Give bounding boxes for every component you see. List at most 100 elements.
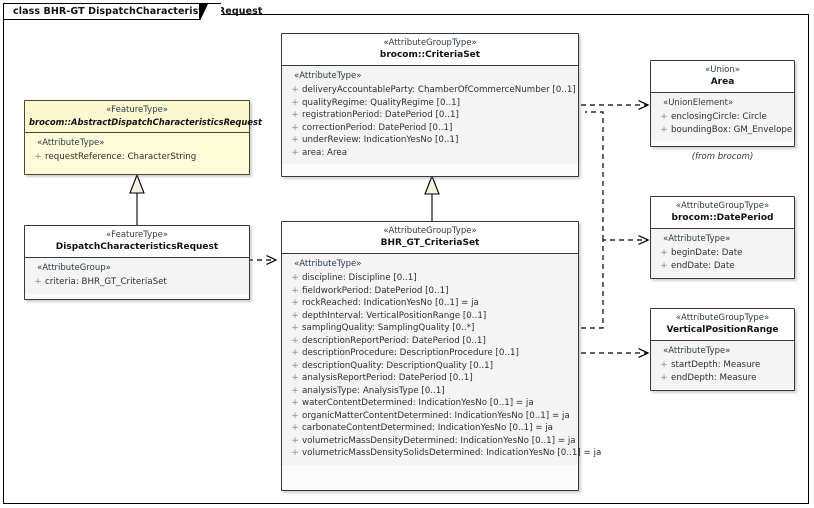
class-stereotype: «FeatureType»: [105, 230, 169, 240]
visibility: +: [291, 335, 299, 346]
class-attributes: «AttributeType» +requestReference: Chara…: [25, 133, 249, 169]
class-attributes: «AttributeType» +beginDate: Date +endDat…: [651, 229, 794, 277]
area-package-note: (from brocom): [691, 152, 754, 162]
attribute-row: +deliveryAccountableParty: ChamberOfComm…: [285, 84, 576, 97]
attribute-text: deliveryAccountableParty: ChamberOfComme…: [302, 85, 576, 95]
attribute-group-stereotype: «AttributeGroup»: [37, 263, 111, 273]
attribute-row: +beginDate: Date: [654, 247, 791, 260]
class-brocom-dateperiod[interactable]: «AttributeGroupType» brocom::DatePeriod …: [650, 196, 795, 279]
attribute-row: +fieldworkPeriod: DatePeriod [0..1]: [285, 285, 575, 298]
visibility: +: [291, 385, 299, 396]
attribute-row: +descriptionQuality: DescriptionQuality …: [285, 360, 575, 373]
attribute-text: volumetricMassDensitySolidsDetermined: I…: [302, 448, 602, 458]
attribute-group-stereotype: «UnionElement»: [663, 98, 734, 108]
attribute-text: analysisReportPeriod: DatePeriod [0..1]: [302, 373, 473, 383]
class-stereotype: «AttributeGroupType»: [675, 313, 770, 323]
class-name: brocom::AbstractDispatchCharacteristicsR…: [29, 117, 262, 127]
attribute-group-stereotype: «AttributeType»: [294, 71, 362, 81]
class-name: brocom::DatePeriod: [671, 213, 774, 223]
visibility: +: [291, 122, 299, 133]
visibility: +: [291, 135, 299, 145]
visibility: +: [291, 85, 299, 95]
attribute-text: correctionPeriod: DatePeriod [0..1]: [302, 122, 453, 133]
attribute-row: +boundingBox: GM_Envelope: [654, 124, 793, 137]
visibility: +: [291, 435, 299, 446]
visibility: +: [34, 152, 42, 162]
visibility: +: [291, 360, 299, 371]
class-stereotype: «FeatureType»: [105, 105, 169, 115]
attribute-text: beginDate: Date: [671, 248, 743, 258]
attribute-text: discipline: Discipline [0..1]: [302, 273, 417, 283]
attribute-text: registrationPeriod: DatePeriod [0..1]: [302, 110, 459, 120]
class-attributes: «AttributeType» +deliveryAccountablePart…: [282, 66, 578, 164]
attribute-row: +descriptionProcedure: DescriptionProced…: [285, 347, 575, 360]
attribute-row: +rockReached: IndicationYesNo [0..1] = j…: [285, 297, 575, 310]
visibility: +: [660, 248, 668, 258]
attribute-text: samplingQuality: SamplingQuality [0..*]: [302, 323, 475, 333]
class-dispatch-characteristics-request[interactable]: «FeatureType» DispatchCharacteristicsReq…: [24, 225, 250, 300]
attribute-row: +correctionPeriod: DatePeriod [0..1]: [285, 122, 575, 135]
visibility: +: [291, 373, 299, 383]
attribute-text: criteria: BHR_GT_CriteriaSet: [45, 277, 167, 287]
attribute-text: volumetricMassDensityDetermined: Indicat…: [302, 435, 576, 446]
class-stereotype: «AttributeGroupType»: [383, 38, 477, 48]
attribute-row: +volumetricMassDensitySolidsDetermined: …: [285, 447, 601, 460]
attribute-row: +organicMatterContentDetermined: Indicat…: [285, 410, 575, 423]
diagram-frame: [3, 14, 809, 504]
attribute-text: depthInterval: VerticalPositionRange [0.…: [302, 310, 487, 321]
attribute-text: endDate: Date: [671, 260, 735, 271]
title-tab-corner: [199, 3, 221, 20]
class-header: «AttributeGroupType» brocom::DatePeriod: [651, 197, 794, 229]
class-header: «FeatureType» brocom::AbstractDispatchCh…: [25, 101, 262, 133]
class-stereotype: «Union»: [705, 65, 740, 75]
attribute-row: +startDepth: Measure: [654, 359, 791, 372]
visibility: +: [291, 298, 299, 308]
visibility: +: [291, 285, 299, 296]
attribute-text: waterContentDetermined: IndicationYesNo …: [302, 398, 534, 408]
attribute-text: fieldworkPeriod: DatePeriod [0..1]: [302, 285, 449, 296]
attribute-row: +endDate: Date: [654, 260, 791, 273]
class-name: brocom::CriteriaSet: [379, 50, 481, 60]
class-name: BHR_GT_CriteriaSet: [380, 238, 480, 248]
attribute-group-stereotype: «AttributeType»: [663, 234, 731, 244]
class-name: DispatchCharacteristicsRequest: [55, 242, 219, 252]
class-brocom-criteriaset[interactable]: «AttributeGroupType» brocom::CriteriaSet…: [281, 33, 579, 177]
class-attributes: «AttributeType» +discipline: Discipline …: [282, 254, 601, 465]
attribute-row: +volumetricMassDensityDetermined: Indica…: [285, 435, 575, 448]
visibility: +: [291, 423, 299, 433]
visibility: +: [291, 398, 299, 408]
visibility: +: [291, 110, 299, 120]
class-header: «Union» Area: [651, 61, 794, 93]
attribute-row: +analysisType: AnalysisType [0..1]: [285, 385, 575, 398]
attribute-text: endDepth: Measure: [671, 372, 757, 383]
class-area[interactable]: «Union» Area «UnionElement» +enclosingCi…: [650, 60, 795, 147]
attribute-row: +qualityRegime: QualityRegime [0..1]: [285, 97, 575, 110]
visibility: +: [291, 273, 299, 283]
visibility: +: [34, 277, 42, 287]
visibility: +: [660, 124, 668, 135]
attribute-row: +descriptionReportPeriod: DatePeriod [0.…: [285, 335, 575, 348]
class-header: «AttributeGroupType» BHR_GT_CriteriaSet: [282, 222, 578, 254]
class-stereotype: «AttributeGroupType»: [675, 201, 770, 211]
class-bhr-gt-criteriaset[interactable]: «AttributeGroupType» BHR_GT_CriteriaSet …: [281, 221, 601, 491]
class-verticalpositionrange[interactable]: «AttributeGroupType» VerticalPositionRan…: [650, 308, 795, 391]
visibility: +: [291, 348, 299, 358]
visibility: +: [291, 97, 299, 108]
attribute-row: +analysisReportPeriod: DatePeriod [0..1]: [285, 372, 575, 385]
class-abstract-dispatch-characteristics-request[interactable]: «FeatureType» brocom::AbstractDispatchCh…: [24, 100, 262, 175]
attribute-text: descriptionReportPeriod: DatePeriod [0..…: [302, 335, 486, 346]
visibility: +: [291, 310, 299, 321]
visibility: +: [291, 147, 299, 158]
attribute-text: rockReached: IndicationYesNo [0..1] = ja: [302, 298, 479, 308]
attribute-text: qualityRegime: QualityRegime [0..1]: [302, 97, 461, 108]
attribute-text: enclosingCircle: Circle: [671, 112, 767, 122]
attribute-row: +endDepth: Measure: [654, 372, 791, 385]
visibility: +: [660, 112, 668, 122]
attribute-text: boundingBox: GM_Envelope: [671, 124, 793, 135]
attribute-row: +criteria: BHR_GT_CriteriaSet: [28, 276, 246, 289]
attribute-row: +depthInterval: VerticalPositionRange [0…: [285, 310, 575, 323]
attribute-text: descriptionProcedure: DescriptionProcedu…: [302, 348, 519, 358]
attribute-group-stereotype: «AttributeType»: [663, 346, 731, 356]
class-header: «AttributeGroupType» VerticalPositionRan…: [651, 309, 794, 341]
